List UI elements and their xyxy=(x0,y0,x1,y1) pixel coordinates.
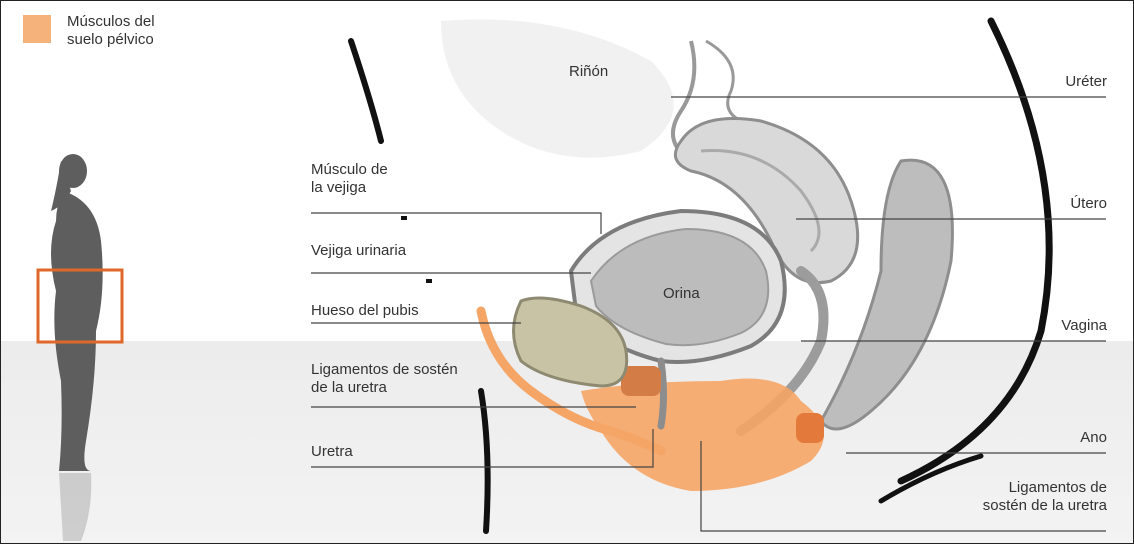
label-orina: Orina xyxy=(663,285,700,303)
label-musculo-vejiga: Músculo de la vejiga xyxy=(311,161,388,197)
leader-musculo-vejiga xyxy=(311,213,601,234)
belly-curve xyxy=(351,41,381,141)
label-rinon: Riñón xyxy=(569,63,608,81)
anal-muscle xyxy=(796,413,824,443)
label-ureter: Uréter xyxy=(1065,73,1107,91)
label-ligamentos-right: Ligamentos de sostén de la uretra xyxy=(983,479,1107,515)
silhouette-body xyxy=(51,191,103,471)
legend-label: Músculos del suelo pélvico xyxy=(67,13,155,49)
kidney-shadow xyxy=(441,19,674,157)
tick-mark-1 xyxy=(401,216,407,220)
front-curve xyxy=(481,391,488,531)
urethra-tube xyxy=(661,361,664,426)
label-vagina: Vagina xyxy=(1061,317,1107,335)
woman-silhouette xyxy=(51,154,103,541)
urethra-ligament xyxy=(621,366,661,396)
label-uretra: Uretra xyxy=(311,443,353,461)
label-utero: Útero xyxy=(1070,195,1107,213)
silhouette-reflection xyxy=(59,473,91,541)
label-vejiga-urinaria: Vejiga urinaria xyxy=(311,242,406,260)
intestine-loop xyxy=(706,41,741,121)
tick-mark-2 xyxy=(426,279,432,283)
legend-swatch xyxy=(23,15,51,43)
leader-uretra xyxy=(311,429,653,467)
label-hueso-pubis: Hueso del pubis xyxy=(311,302,419,320)
label-ano: Ano xyxy=(1080,429,1107,447)
label-ligamentos-left: Ligamentos de sostén de la uretra xyxy=(311,361,458,397)
